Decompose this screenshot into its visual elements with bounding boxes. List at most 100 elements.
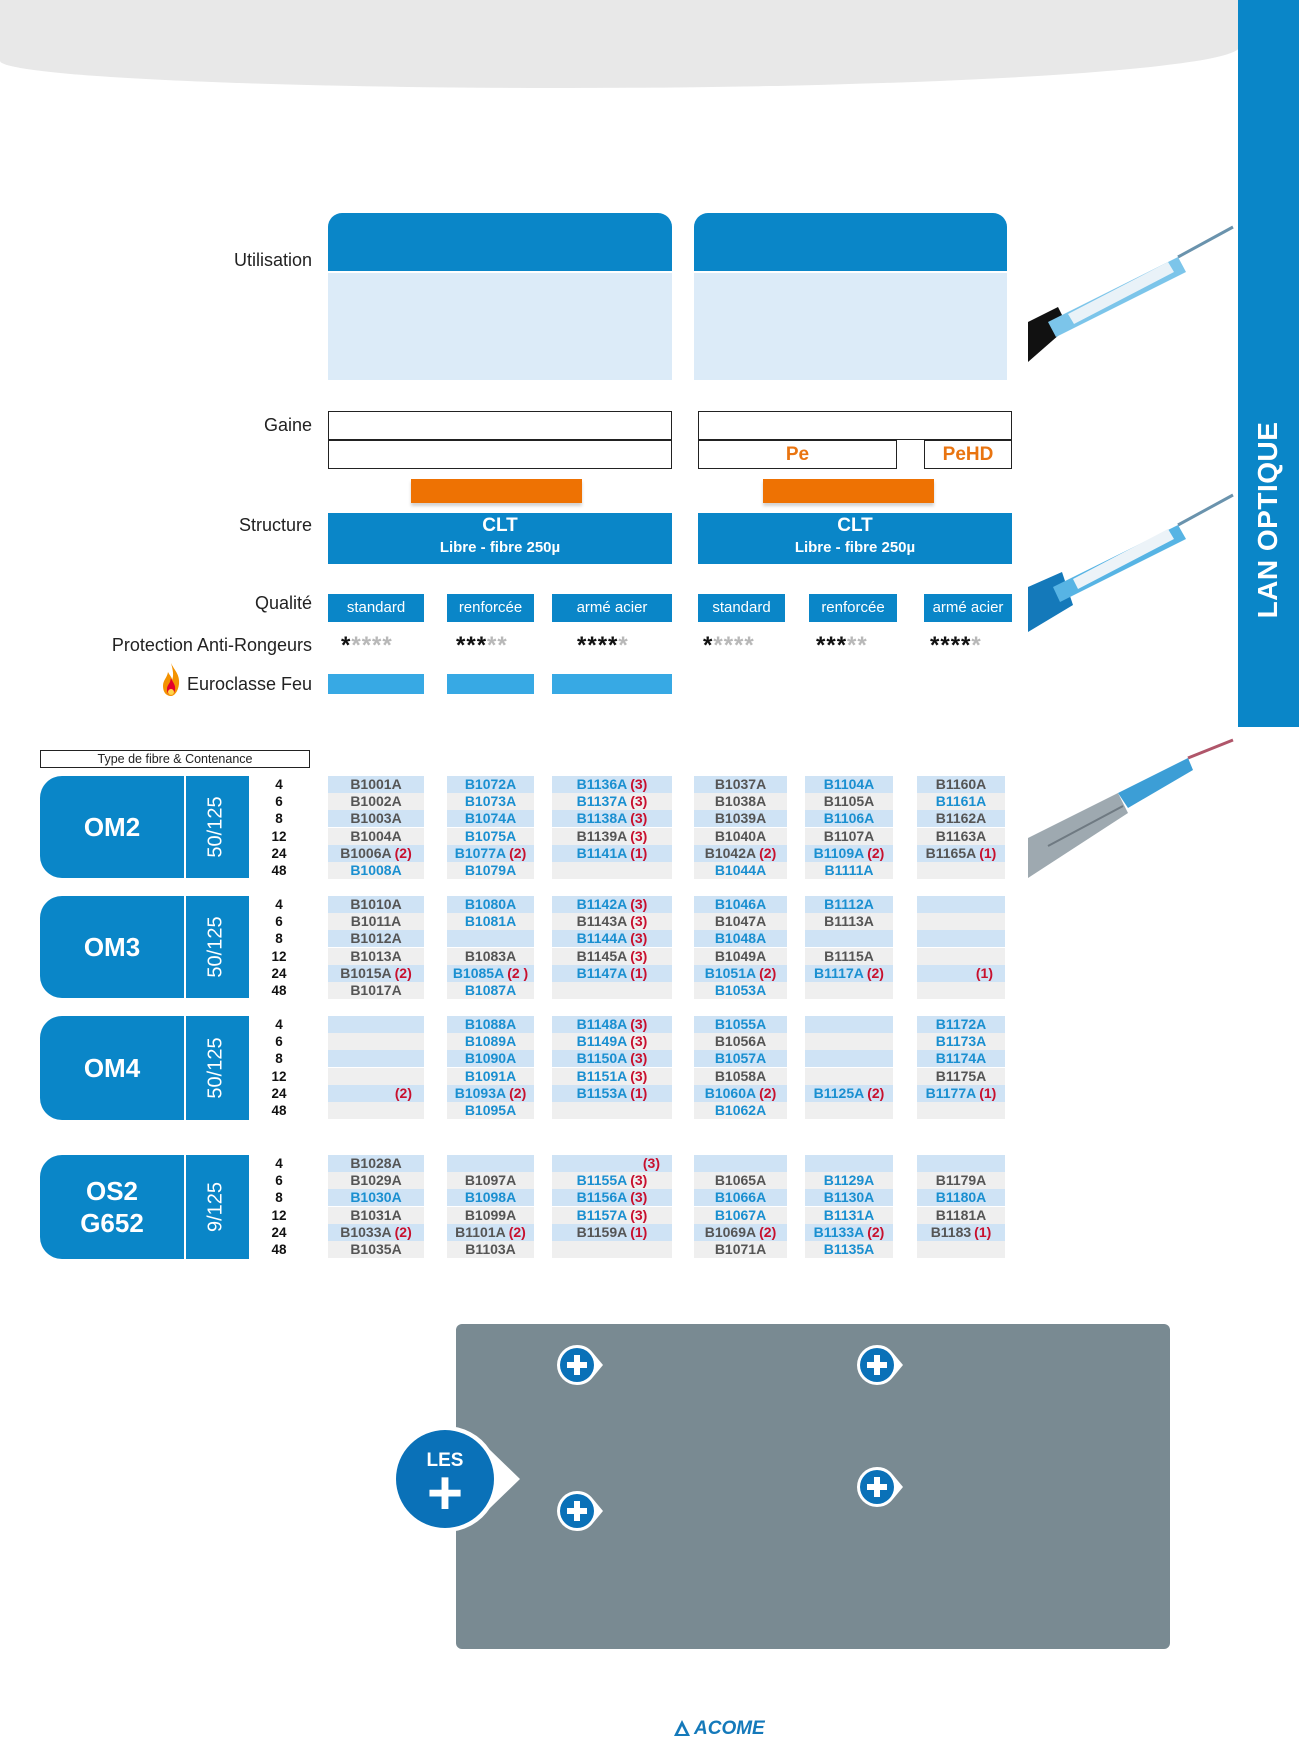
product-code-cell: B1060A(2) bbox=[694, 1084, 787, 1102]
product-code-cell: B1038A bbox=[694, 793, 787, 811]
structure-right: CLT Libre - fibre 250µ bbox=[698, 513, 1012, 564]
star-empty-icon: * bbox=[372, 632, 383, 659]
plus-icon bbox=[557, 1345, 603, 1385]
euroclasse-bar bbox=[552, 674, 672, 694]
product-code-cell: B1080A bbox=[447, 896, 534, 913]
fiber-count: 8 bbox=[275, 931, 283, 947]
product-code-cell: B1057A bbox=[694, 1050, 787, 1068]
product-code-cell bbox=[328, 1102, 424, 1119]
header-band bbox=[0, 0, 1240, 88]
product-code-cell: B1098A bbox=[447, 1189, 534, 1207]
structure-left: CLT Libre - fibre 250µ bbox=[328, 513, 672, 564]
star-filled-icon: * bbox=[826, 632, 837, 659]
protection-stars: ***** bbox=[930, 633, 982, 659]
product-code-cell: B1111A bbox=[805, 862, 893, 879]
product-code-cell: B1008A bbox=[328, 862, 424, 879]
product-code-cell: B1112A bbox=[805, 896, 893, 913]
product-code-cell: B1179A bbox=[917, 1172, 1005, 1190]
plus-icon bbox=[857, 1467, 903, 1507]
product-code-cell: B1006A(2) bbox=[328, 844, 424, 862]
les-plus-badge: LES + bbox=[392, 1425, 520, 1533]
product-code-cell bbox=[805, 1102, 893, 1119]
fiber-type-name: OM3 bbox=[83, 932, 141, 962]
fiber-core-size: 50/125 bbox=[204, 796, 227, 858]
fiber-count: 12 bbox=[271, 948, 287, 964]
star-filled-icon: * bbox=[608, 632, 619, 659]
label-euroclasse: Euroclasse Feu bbox=[186, 674, 312, 694]
product-code-cell bbox=[805, 1067, 893, 1085]
product-code-cell: B1106A bbox=[805, 810, 893, 828]
product-code-cell: B1147A(1) bbox=[552, 964, 672, 982]
star-empty-icon: * bbox=[497, 632, 508, 659]
product-code-cell: B1095A bbox=[447, 1102, 534, 1119]
protection-stars: ***** bbox=[341, 633, 393, 659]
les-plus-line2: + bbox=[427, 1459, 463, 1528]
product-code-cell: B1074A bbox=[447, 810, 534, 828]
product-code-cell: B1177A(1) bbox=[917, 1084, 1005, 1102]
euroclasse-bar bbox=[447, 674, 534, 694]
product-code-cell: B1172A bbox=[917, 1016, 1005, 1033]
product-code-cell: B1031A bbox=[328, 1206, 424, 1224]
star-filled-icon: * bbox=[597, 632, 609, 659]
structure-right-title: CLT bbox=[837, 515, 873, 536]
product-code-cell: B1181A bbox=[917, 1206, 1005, 1224]
orange-bar-left bbox=[411, 479, 582, 503]
protection-stars: ***** bbox=[816, 633, 868, 659]
product-code-cell bbox=[805, 1033, 893, 1051]
fiber-core-size: 50/125 bbox=[204, 1037, 227, 1099]
star-empty-icon: * bbox=[487, 632, 498, 659]
product-code-cell: B1033A(2) bbox=[328, 1223, 424, 1241]
product-code-cell: B1077A(2) bbox=[447, 844, 534, 862]
star-empty-icon: * bbox=[618, 632, 629, 659]
product-code-cell: B1139A(3) bbox=[552, 827, 672, 845]
plus-icon bbox=[557, 1491, 603, 1531]
product-code-cell bbox=[917, 982, 1005, 999]
product-code-cell bbox=[328, 1033, 424, 1051]
section-tab[interactable]: LAN OPTIQUE bbox=[1238, 0, 1299, 727]
product-code-cell: B1135A bbox=[805, 1241, 893, 1258]
product-code-cell: (1) bbox=[917, 964, 1005, 982]
product-code-cell: B1103A bbox=[447, 1241, 534, 1258]
protection-stars: ***** bbox=[456, 633, 508, 659]
fiber-count: 48 bbox=[271, 1242, 287, 1257]
product-code-cell: B1065A bbox=[694, 1172, 787, 1190]
product-code-cell: (3) bbox=[552, 1155, 672, 1172]
product-code-cell: B1088A bbox=[447, 1016, 534, 1033]
qualite-renforcee-2: renforcée bbox=[809, 594, 897, 622]
star-empty-icon: * bbox=[713, 632, 724, 659]
protection-stars: ***** bbox=[577, 633, 629, 659]
star-empty-icon: * bbox=[723, 632, 735, 659]
product-code-cell bbox=[552, 862, 672, 879]
product-code-cell: B1163A bbox=[917, 827, 1005, 845]
product-code-cell: B1105A bbox=[805, 793, 893, 811]
fiber-count: 4 bbox=[275, 777, 283, 792]
fiber-count: 6 bbox=[275, 794, 283, 810]
product-code-cell bbox=[917, 947, 1005, 965]
flame-icon bbox=[163, 663, 180, 696]
gaine-left-top bbox=[328, 411, 672, 440]
svg-text:ACOME: ACOME bbox=[693, 1718, 766, 1738]
product-code-cell: B1075A bbox=[447, 827, 534, 845]
fiber-count: 48 bbox=[271, 1103, 287, 1118]
orange-bar-right bbox=[763, 479, 934, 503]
protection-stars: ***** bbox=[703, 633, 755, 659]
product-code-cell: B1083A bbox=[447, 947, 534, 965]
cable-image-1 bbox=[1028, 225, 1234, 362]
product-code-cell: B1117A(2) bbox=[805, 964, 893, 982]
fiber-count: 24 bbox=[271, 845, 287, 861]
product-code-cell: B1125A(2) bbox=[805, 1084, 893, 1102]
product-code-cell: B1145A(3) bbox=[552, 947, 672, 965]
product-code-cell: B1002A bbox=[328, 793, 424, 811]
fiber-type-name: OM4 bbox=[83, 1053, 141, 1083]
gaine-pe: Pe bbox=[698, 440, 897, 469]
fiber-count: 6 bbox=[275, 1034, 283, 1050]
star-filled-icon: * bbox=[587, 632, 598, 659]
product-code-cell: B1053A bbox=[694, 982, 787, 999]
product-code-cell bbox=[447, 1155, 534, 1172]
product-code-cell: B1087A bbox=[447, 982, 534, 999]
fiber-count: 8 bbox=[275, 811, 283, 827]
label-gaine: Gaine bbox=[263, 415, 312, 435]
product-code-cell: B1141A(1) bbox=[552, 844, 672, 862]
